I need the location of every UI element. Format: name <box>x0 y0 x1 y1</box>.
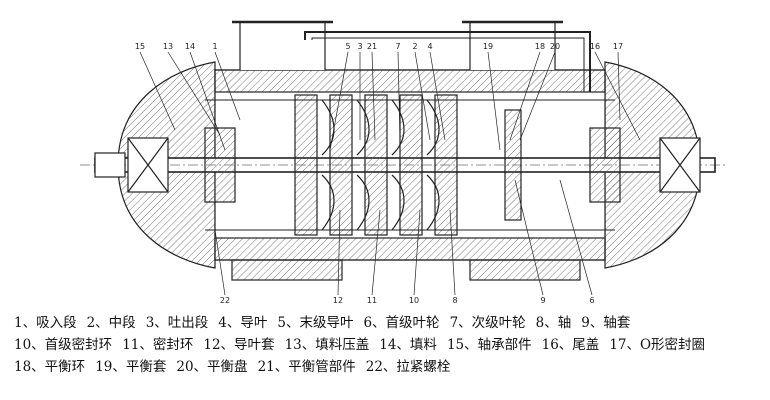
legend-item: 4、导叶 <box>218 315 268 331</box>
balance-pipe <box>304 31 591 92</box>
packing-left <box>204 127 236 203</box>
callout-top-16: 16 <box>590 42 600 51</box>
legend-line-2: 10、首级密封环 11、密封环 12、导叶套 13、填料压盖 14、填料 15、轴承部件 1… <box>14 334 764 356</box>
callout-top-2: 2 <box>412 42 417 51</box>
legend-item: 1、吸入段 <box>14 315 77 331</box>
packing-right <box>589 127 621 203</box>
legend-item: 17、O形密封圈 <box>609 337 706 353</box>
callout-top-17: 17 <box>613 42 623 51</box>
foot-right <box>469 259 581 281</box>
callout-top-15: 15 <box>135 42 145 51</box>
callout-top-18: 18 <box>535 42 545 51</box>
callout-top-13: 13 <box>163 42 173 51</box>
legend-item: 12、导叶套 <box>203 337 275 353</box>
callout-bottom-10: 10 <box>409 296 419 305</box>
callout-top-4: 4 <box>427 42 432 51</box>
callout-bottom-12: 12 <box>333 296 343 305</box>
callout-bottom-8: 8 <box>452 296 457 305</box>
callout-top-5: 5 <box>345 42 350 51</box>
callout-top-20: 20 <box>550 42 560 51</box>
callout-top-21: 21 <box>367 42 377 51</box>
parts-legend: 1、吸入段 2、中段 3、吐出段 4、导叶 5、末级导叶 6、首级叶轮 7、次级叶轮 8、轴 9… <box>14 312 764 378</box>
callout-labels-bottom: 22 12 11 10 8 9 6 <box>220 296 595 305</box>
legend-item: 7、次级叶轮 <box>449 315 526 331</box>
balance-disc <box>504 109 522 221</box>
legend-line-3: 18、平衡环 19、平衡套 20、平衡盘 21、平衡管部件 22、拉紧螺栓 <box>14 356 764 378</box>
legend-item: 6、首级叶轮 <box>363 315 440 331</box>
legend-item: 19、平衡套 <box>95 359 167 375</box>
legend-item: 9、轴套 <box>581 315 631 331</box>
shaft-coupling-end <box>94 152 126 178</box>
casing-hatch-bottom <box>214 237 606 261</box>
callout-top-7: 7 <box>395 42 400 51</box>
legend-item: 21、平衡管部件 <box>257 359 356 375</box>
callout-top-1: 1 <box>212 42 217 51</box>
callout-bottom-22: 22 <box>220 296 230 305</box>
foot-left <box>231 259 343 281</box>
legend-item: 5、末级导叶 <box>277 315 354 331</box>
legend-item: 11、密封环 <box>122 337 194 353</box>
callout-bottom-9: 9 <box>540 296 545 305</box>
legend-item: 15、轴承部件 <box>446 337 532 353</box>
callout-bottom-11: 11 <box>367 296 377 305</box>
callout-top-3: 3 <box>357 42 362 51</box>
casing-hatch-top <box>214 69 606 93</box>
legend-item: 14、填料 <box>379 337 437 353</box>
callout-top-19: 19 <box>483 42 493 51</box>
legend-item: 2、中段 <box>86 315 136 331</box>
legend-item: 18、平衡环 <box>14 359 86 375</box>
legend-line-1: 1、吸入段 2、中段 3、吐出段 4、导叶 5、末级导叶 6、首级叶轮 7、次级叶轮 8、轴 9… <box>14 312 764 334</box>
legend-item: 8、轴 <box>535 315 572 331</box>
callout-bottom-6: 6 <box>589 296 594 305</box>
callout-top-14: 14 <box>185 42 195 51</box>
legend-item: 16、尾盖 <box>541 337 600 353</box>
legend-item: 20、平衡盘 <box>176 359 248 375</box>
suction-nozzle <box>239 21 326 70</box>
legend-item: 22、拉紧螺栓 <box>365 359 451 375</box>
legend-item: 10、首级密封环 <box>14 337 113 353</box>
legend-item: 3、吐出段 <box>145 315 209 331</box>
legend-item: 13、填料压盖 <box>284 337 370 353</box>
